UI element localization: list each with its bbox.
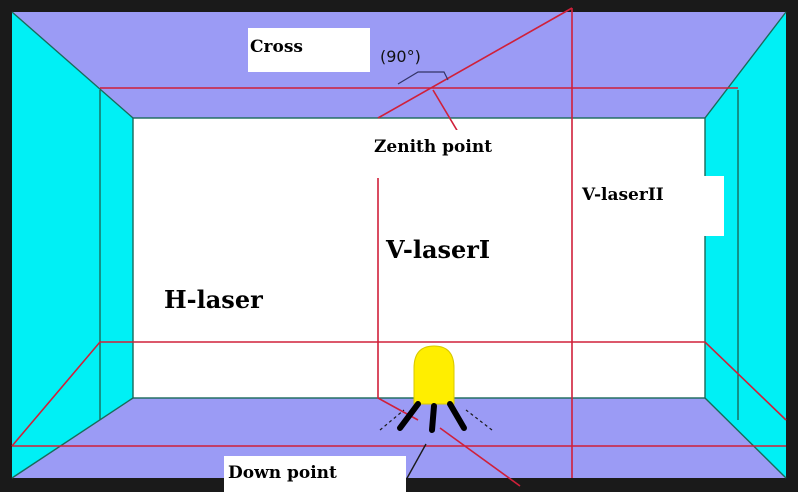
ceiling — [12, 12, 786, 118]
down-beam-line — [439, 427, 521, 487]
label-h-laser: H-laser — [164, 285, 263, 314]
room-edges — [11, 11, 787, 479]
label-down-point-bg — [224, 456, 406, 492]
floor — [12, 398, 786, 478]
label-down-point: Down point — [228, 463, 337, 483]
zenith-pointer — [432, 89, 459, 133]
label-cross: Cross — [250, 37, 303, 57]
label-v-laser-2-group: V-laserII — [578, 176, 724, 236]
label-down-point-group: Down point — [224, 456, 406, 492]
label-v-laser-2-bg — [578, 176, 724, 236]
device-leg-center — [429, 403, 437, 433]
device-leg-right — [447, 401, 467, 431]
edge-bottom-right — [704, 397, 787, 479]
edge-top-right — [704, 11, 787, 119]
laser-level-device — [397, 345, 467, 433]
laser-lines — [11, 7, 787, 487]
label-v-laser-2: V-laserII — [581, 185, 664, 205]
device-body — [413, 345, 455, 405]
v-laser-1-ceiling-line — [377, 7, 573, 119]
projection-left — [379, 409, 405, 431]
device-leg-left — [397, 401, 421, 431]
down-point-pointer — [405, 443, 427, 481]
label-zenith-group: Zenith point — [370, 130, 562, 160]
h-laser-line — [11, 341, 787, 447]
label-zenith-bg — [370, 130, 562, 160]
label-cross-group: Cross — [248, 28, 370, 72]
edge-bottom-left — [11, 397, 134, 479]
left-wall — [12, 12, 133, 478]
label-v-laser-1: V-laserI — [385, 235, 490, 264]
edge-top-left — [11, 11, 134, 119]
label-angle: (90°) — [380, 47, 421, 66]
angle-bracket — [397, 71, 449, 85]
label-cross-bg — [248, 28, 370, 72]
device-projection — [379, 409, 493, 431]
label-zenith-point: Zenith point — [374, 137, 492, 157]
v-laser-1-line — [377, 178, 419, 421]
